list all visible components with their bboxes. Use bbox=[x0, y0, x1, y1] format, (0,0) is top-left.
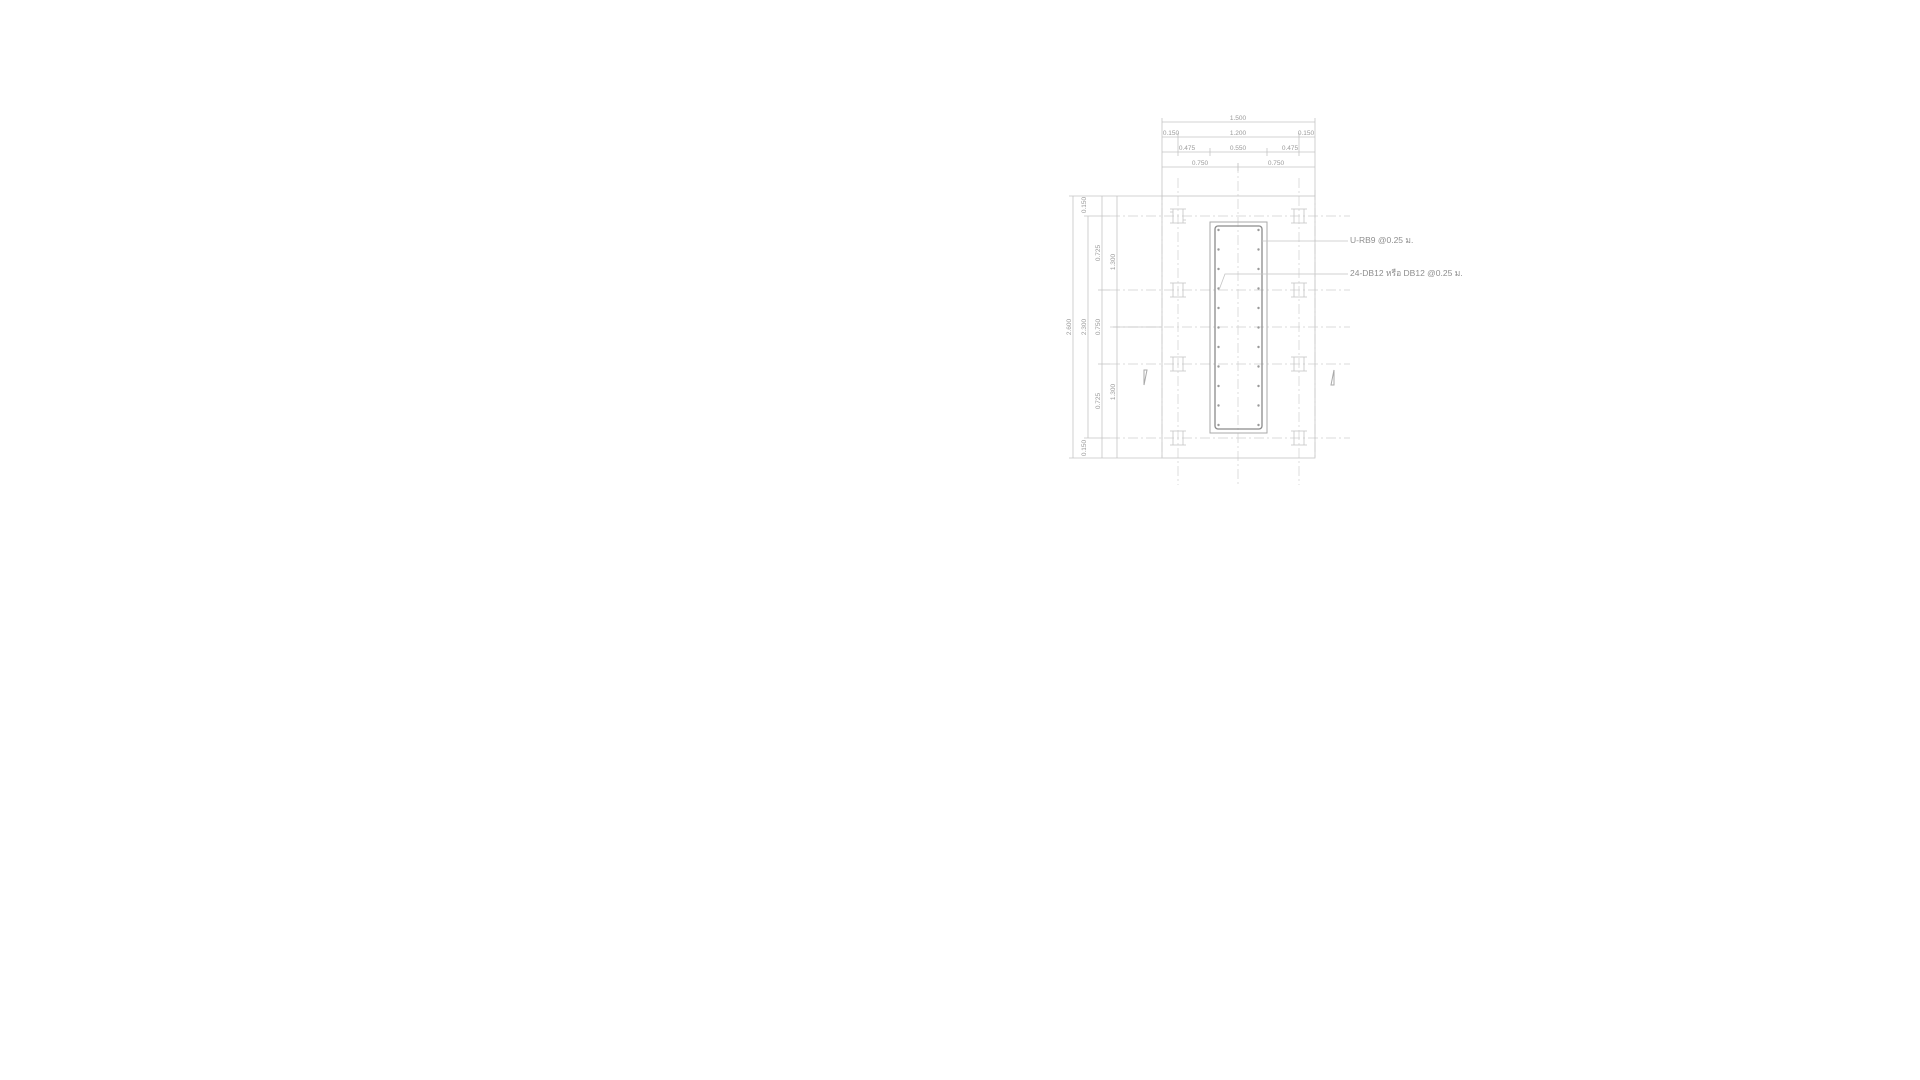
rebar-dot bbox=[1217, 248, 1220, 251]
section-markers bbox=[1143, 369, 1335, 386]
column-rebar-cage bbox=[1214, 225, 1263, 430]
pile-7 bbox=[1170, 430, 1186, 446]
rebar-dot bbox=[1217, 306, 1220, 310]
dim-left-half-bottom: 1.300 bbox=[1110, 383, 1117, 400]
rebar-dot bbox=[1257, 404, 1260, 407]
pile-3 bbox=[1170, 282, 1186, 298]
rebar-dot bbox=[1217, 404, 1220, 407]
rebar-dot bbox=[1257, 306, 1260, 310]
dim-left-edge-bottom: 0.150 bbox=[1081, 439, 1088, 456]
dim-left-seg-2: 0.750 bbox=[1095, 318, 1102, 335]
left-dimensions: 2.600 2.300 0.150 0.150 0.725 0.750 0.72… bbox=[1066, 195, 1162, 459]
rebar-dot bbox=[1257, 267, 1260, 271]
dim-left-seg-3: 0.725 bbox=[1095, 392, 1102, 409]
rebar-dot bbox=[1257, 228, 1260, 232]
rebar-dot bbox=[1257, 326, 1260, 329]
dim-top-edge-right: 0.150 bbox=[1298, 130, 1315, 137]
top-dimensions: 1.500 0.150 1.200 0.150 0.475 0.550 0.47… bbox=[1161, 115, 1316, 196]
rebar-dot bbox=[1257, 287, 1260, 290]
section-marker-right bbox=[1330, 369, 1335, 386]
center-lines bbox=[1110, 163, 1350, 485]
rebar-dot bbox=[1217, 267, 1220, 271]
rebar-dot bbox=[1257, 423, 1260, 427]
rebar-dot bbox=[1257, 365, 1260, 368]
dim-left-overall: 2.600 bbox=[1066, 318, 1073, 335]
dim-top-seg-mid: 0.550 bbox=[1230, 145, 1247, 152]
pile-5 bbox=[1170, 356, 1186, 372]
dim-top-seg-right: 0.475 bbox=[1282, 145, 1299, 152]
rebar-dot bbox=[1217, 228, 1220, 232]
rebar-dot bbox=[1217, 423, 1220, 427]
pile-2 bbox=[1291, 208, 1307, 224]
dim-left-seg-1: 0.725 bbox=[1095, 244, 1102, 261]
dim-top-overall: 1.500 bbox=[1230, 115, 1247, 122]
dim-top-seg-left: 0.475 bbox=[1179, 145, 1196, 152]
annotations: U-RB9 @0.25 ม. 24-DB12 หรือ DB12 @0.25 ม… bbox=[1218, 235, 1463, 291]
rebar-dot bbox=[1217, 384, 1220, 388]
dim-top-half-right: 0.750 bbox=[1268, 160, 1285, 167]
pile-4 bbox=[1291, 282, 1307, 298]
pile-symbols bbox=[1170, 208, 1307, 446]
label-main-bars: 24-DB12 หรือ DB12 @0.25 ม. bbox=[1350, 268, 1463, 278]
dim-left-edge-top: 0.150 bbox=[1081, 196, 1088, 213]
rebar-dot bbox=[1217, 345, 1220, 349]
rebar-dot bbox=[1257, 248, 1260, 251]
dim-left-half-top: 1.300 bbox=[1110, 253, 1117, 270]
pile-6 bbox=[1291, 356, 1307, 372]
label-stirrup: U-RB9 @0.25 ม. bbox=[1350, 235, 1413, 245]
section-marker-left bbox=[1143, 369, 1148, 386]
pile-1 bbox=[1170, 208, 1186, 224]
rebar-dot bbox=[1217, 365, 1220, 368]
rebar-dot bbox=[1257, 384, 1260, 388]
rebar-dot bbox=[1217, 326, 1220, 329]
dim-top-half-left: 0.750 bbox=[1192, 160, 1209, 167]
dim-top-inner: 1.200 bbox=[1230, 130, 1247, 137]
dim-top-edge-left: 0.150 bbox=[1163, 130, 1180, 137]
dim-left-inner: 2.300 bbox=[1081, 318, 1088, 335]
pile-8 bbox=[1291, 430, 1307, 446]
rebar-dot bbox=[1257, 345, 1260, 349]
